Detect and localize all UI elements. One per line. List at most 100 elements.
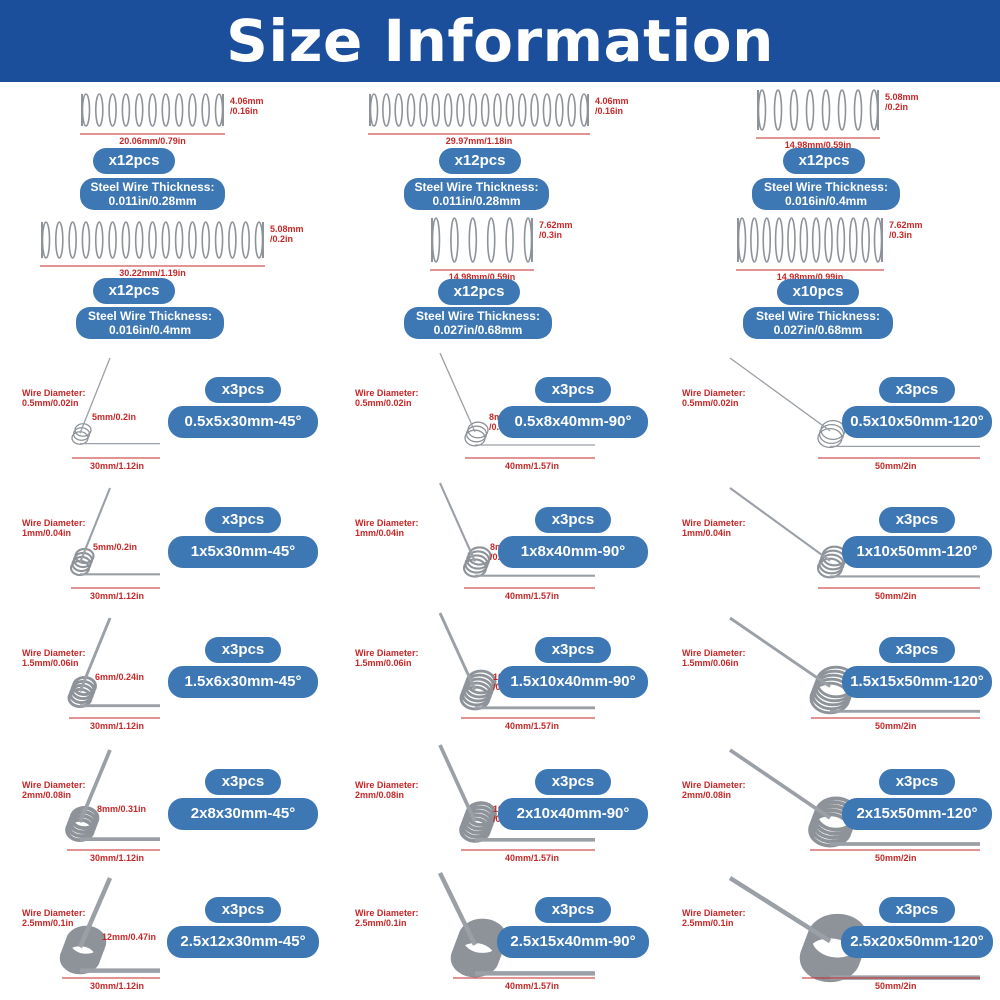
torsion-spring-14-spec-badge: 2.5x15x40mm-90°: [497, 926, 649, 958]
compression-spring-6-thickness-badge: Steel Wire Thickness:0.027in/0.68mm: [743, 307, 893, 339]
thickness-value: 0.011in/0.28mm: [108, 194, 197, 208]
torsion-spring-6-quantity-badge: x3pcs: [879, 507, 955, 533]
torsion-spring-1-coil-label: 5mm/0.2in: [92, 412, 137, 422]
torsion-spring-12-wire-diameter-label: Wire Diameter: 2mm/0.08in: [682, 780, 746, 800]
torsion-spring-8-length-label: 40mm/1.57in: [505, 721, 560, 731]
torsion-spring-1-spec-badge: 0.5x5x30mm-45°: [168, 406, 318, 438]
torsion-spring-8-wire-diameter-label: Wire Diameter: 1.5mm/0.06in: [355, 648, 419, 668]
torsion-spring-1-length-label: 30mm/1.12in: [90, 461, 145, 471]
torsion-spring-14-image: [437, 872, 595, 979]
compression-spring-5-length-label: 14.98mm/0.59in: [448, 272, 516, 282]
torsion-spring-3-wire-diameter-label: Wire Diameter: 0.5mm/0.02in: [682, 388, 746, 408]
thickness-label: Steel Wire Thickness:: [416, 309, 540, 323]
torsion-spring-13-wire-diameter-label: Wire Diameter: 2.5mm/0.1in: [22, 908, 86, 928]
torsion-spring-11-spec-badge: 2x10x40mm-90°: [498, 798, 648, 830]
torsion-spring-7-coil-label: 6mm/0.24in: [95, 672, 145, 682]
torsion-spring-2-quantity-badge: x3pcs: [535, 377, 611, 403]
page-title: Size Information: [0, 0, 1000, 82]
compression-spring-3-quantity-badge: x12pcs: [783, 148, 865, 174]
torsion-spring-13-quantity-badge: x3pcs: [205, 897, 281, 923]
torsion-spring-9-wire-diameter-label: Wire Diameter: 1.5mm/0.06in: [682, 648, 746, 668]
thickness-value: 0.016in/0.4mm: [784, 194, 868, 208]
thickness-value: 0.016in/0.4mm: [108, 323, 192, 337]
compression-spring-2-length-label: 29.97mm/1.18in: [445, 136, 513, 146]
compression-spring-3-diameter-label: 5.08mm /0.2in: [885, 92, 919, 112]
torsion-spring-3-length-label: 50mm/2in: [875, 461, 917, 471]
torsion-spring-9-spec-badge: 1.5x15x50mm-120°: [842, 666, 992, 698]
torsion-spring-12-length-label: 50mm/2in: [875, 853, 917, 863]
compression-spring-1-diameter-label: 4.06mm /0.16in: [230, 96, 264, 116]
torsion-spring-2-spec-badge: 0.5x8x40mm-90°: [498, 406, 648, 438]
torsion-spring-4-image: [69, 487, 160, 589]
torsion-spring-12-spec-badge: 2x15x50mm-120°: [842, 798, 992, 830]
torsion-spring-3-image: [729, 357, 980, 459]
compression-spring-1-length-label: 20.06mm/0.79in: [119, 136, 186, 146]
torsion-spring-13-image: [59, 877, 160, 979]
thickness-value: 0.027in/0.68mm: [773, 323, 863, 337]
torsion-spring-3-quantity-badge: x3pcs: [879, 377, 955, 403]
torsion-spring-5-wire-diameter-label: Wire Diameter: 1mm/0.04in: [355, 518, 419, 538]
torsion-spring-3-spec-badge: 0.5x10x50mm-120°: [842, 406, 992, 438]
thickness-value: 0.027in/0.68mm: [433, 323, 523, 337]
torsion-spring-6-wire-diameter-label: Wire Diameter: 1mm/0.04in: [682, 518, 746, 538]
torsion-spring-1-wire-diameter-label: Wire Diameter: 0.5mm/0.02in: [22, 388, 86, 408]
compression-spring-1-quantity-badge: x12pcs: [93, 148, 175, 174]
torsion-spring-15-wire-diameter-label: Wire Diameter: 2.5mm/0.1in: [682, 908, 746, 928]
torsion-spring-15-length-label: 50mm/2in: [875, 981, 917, 991]
torsion-spring-11-wire-diameter-label: Wire Diameter: 2mm/0.08in: [355, 780, 419, 800]
torsion-spring-4-spec-badge: 1x5x30mm-45°: [168, 536, 318, 568]
compression-spring-4-thickness-badge: Steel Wire Thickness:0.016in/0.4mm: [76, 307, 224, 339]
compression-spring-5-diameter-label: 7.62mm /0.3in: [539, 220, 573, 240]
torsion-spring-10-quantity-badge: x3pcs: [205, 769, 281, 795]
torsion-spring-6-image: [729, 487, 980, 589]
torsion-spring-13-spec-badge: 2.5x12x30mm-45°: [167, 926, 319, 958]
compression-spring-4-image: [40, 221, 265, 267]
compression-spring-2-diameter-label: 4.06mm /0.16in: [595, 96, 629, 116]
thickness-label: Steel Wire Thickness:: [90, 180, 215, 194]
torsion-spring-7-length-label: 30mm/1.12in: [90, 721, 145, 731]
compression-spring-5-image: [430, 217, 534, 271]
thickness-label: Steel Wire Thickness:: [88, 309, 212, 323]
torsion-spring-5-quantity-badge: x3pcs: [535, 507, 611, 533]
compression-spring-6-quantity-badge: x10pcs: [777, 279, 859, 305]
torsion-spring-6-spec-badge: 1x10x50mm-120°: [842, 536, 992, 568]
torsion-spring-5-length-label: 40mm/1.57in: [505, 591, 560, 601]
compression-spring-4-diameter-label: 5.08mm /0.2in: [270, 224, 304, 244]
torsion-spring-7-quantity-badge: x3pcs: [205, 637, 281, 663]
torsion-spring-2-length-label: 40mm/1.57in: [505, 461, 560, 471]
compression-spring-6-length-label: 14.98mm/0.99in: [776, 272, 844, 282]
torsion-spring-13-coil-label: 12mm/0.47in: [102, 932, 157, 942]
torsion-spring-14-quantity-badge: x3pcs: [535, 897, 611, 923]
torsion-spring-7-spec-badge: 1.5x6x30mm-45°: [168, 666, 318, 698]
torsion-spring-4-quantity-badge: x3pcs: [205, 507, 281, 533]
torsion-spring-10-wire-diameter-label: Wire Diameter: 2mm/0.08in: [22, 780, 86, 800]
torsion-spring-6-length-label: 50mm/2in: [875, 591, 917, 601]
torsion-spring-1-image: [71, 357, 160, 459]
thickness-value: 0.011in/0.28mm: [432, 194, 521, 208]
compression-spring-3-image: [756, 89, 880, 139]
compression-spring-2-thickness-badge: Steel Wire Thickness:0.011in/0.28mm: [404, 178, 549, 210]
compression-spring-6-image: [736, 217, 884, 271]
torsion-spring-4-length-label: 30mm/1.12in: [90, 591, 145, 601]
torsion-spring-14-wire-diameter-label: Wire Diameter: 2.5mm/0.1in: [355, 908, 419, 928]
torsion-spring-8-quantity-badge: x3pcs: [535, 637, 611, 663]
compression-spring-4-length-label: 30.22mm/1.19in: [119, 268, 186, 278]
torsion-spring-5-spec-badge: 1x8x40mm-90°: [498, 536, 648, 568]
compression-spring-6-diameter-label: 7.62mm /0.3in: [889, 220, 923, 240]
compression-spring-2-image: [368, 93, 590, 135]
torsion-spring-15-spec-badge: 2.5x20x50mm-120°: [841, 926, 993, 958]
torsion-spring-9-quantity-badge: x3pcs: [879, 637, 955, 663]
torsion-spring-10-image: [65, 749, 160, 851]
torsion-spring-4-coil-label: 5mm/0.2in: [93, 542, 138, 552]
compression-spring-3-thickness-badge: Steel Wire Thickness:0.016in/0.4mm: [752, 178, 900, 210]
torsion-spring-5-image: [439, 482, 595, 589]
torsion-spring-8-spec-badge: 1.5x10x40mm-90°: [498, 666, 648, 698]
torsion-spring-14-length-label: 40mm/1.57in: [505, 981, 560, 991]
torsion-spring-11-quantity-badge: x3pcs: [535, 769, 611, 795]
torsion-spring-10-spec-badge: 2x8x30mm-45°: [168, 798, 318, 830]
thickness-label: Steel Wire Thickness:: [764, 180, 888, 194]
torsion-spring-2-image: [439, 352, 595, 459]
compression-spring-4-quantity-badge: x12pcs: [93, 278, 175, 304]
torsion-spring-9-length-label: 50mm/2in: [875, 721, 917, 731]
thickness-label: Steel Wire Thickness:: [756, 309, 880, 323]
